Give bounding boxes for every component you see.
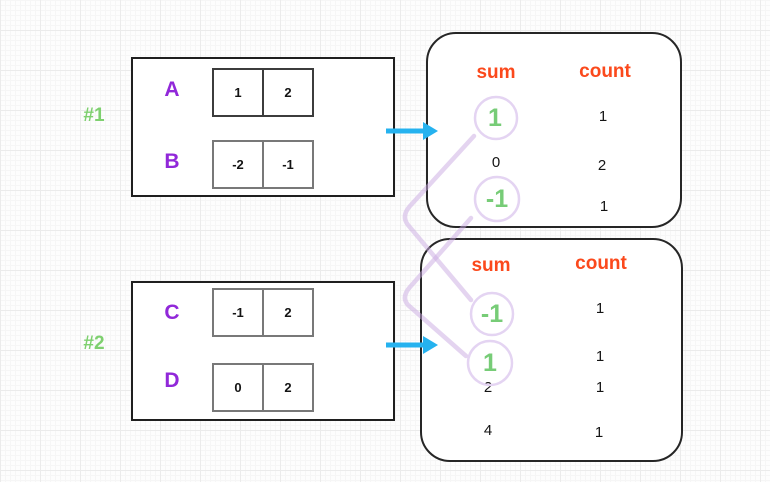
example-1-label: #1 — [83, 105, 105, 126]
array-cell: 0 — [234, 380, 242, 395]
count-header-1: count — [579, 61, 631, 82]
sum-value-highlighted: -1 — [485, 185, 509, 213]
count-header-2: count — [575, 253, 627, 274]
count-value: 1 — [595, 348, 605, 365]
array-a-cells: 1 2 — [212, 68, 314, 117]
array-d-label: D — [164, 369, 180, 392]
sum-header-2: sum — [471, 255, 511, 276]
sum-value: 4 — [483, 422, 493, 439]
sum-value-highlighted: -1 — [480, 300, 504, 328]
array-a-label: A — [164, 78, 180, 101]
count-value: 1 — [598, 108, 608, 125]
count-value: 1 — [594, 424, 604, 441]
count-value: 1 — [595, 379, 605, 396]
array-cell: 2 — [262, 365, 312, 410]
array-c-cells: -1 2 — [212, 288, 314, 337]
sum-header-1: sum — [476, 62, 516, 83]
sum-value-highlighted: 1 — [488, 104, 502, 132]
sum-value-highlighted: 1 — [483, 349, 497, 377]
array-cell: 2 — [262, 290, 312, 335]
array-b-cells: -2 -1 — [212, 140, 314, 189]
sum-value: 2 — [483, 379, 493, 396]
count-value: 2 — [597, 157, 607, 174]
array-cell: -1 — [232, 305, 244, 320]
array-cell: 2 — [262, 70, 312, 115]
array-d-cells: 0 2 — [212, 363, 314, 412]
array-c-label: C — [164, 301, 180, 324]
example-2-label: #2 — [83, 333, 105, 354]
array-cell: -2 — [232, 157, 244, 172]
array-cell: -1 — [262, 142, 312, 187]
sum-value: 0 — [491, 154, 501, 171]
array-b-label: B — [164, 150, 180, 173]
count-value: 1 — [599, 198, 609, 215]
array-cell: 1 — [234, 85, 242, 100]
count-value: 1 — [595, 300, 605, 317]
